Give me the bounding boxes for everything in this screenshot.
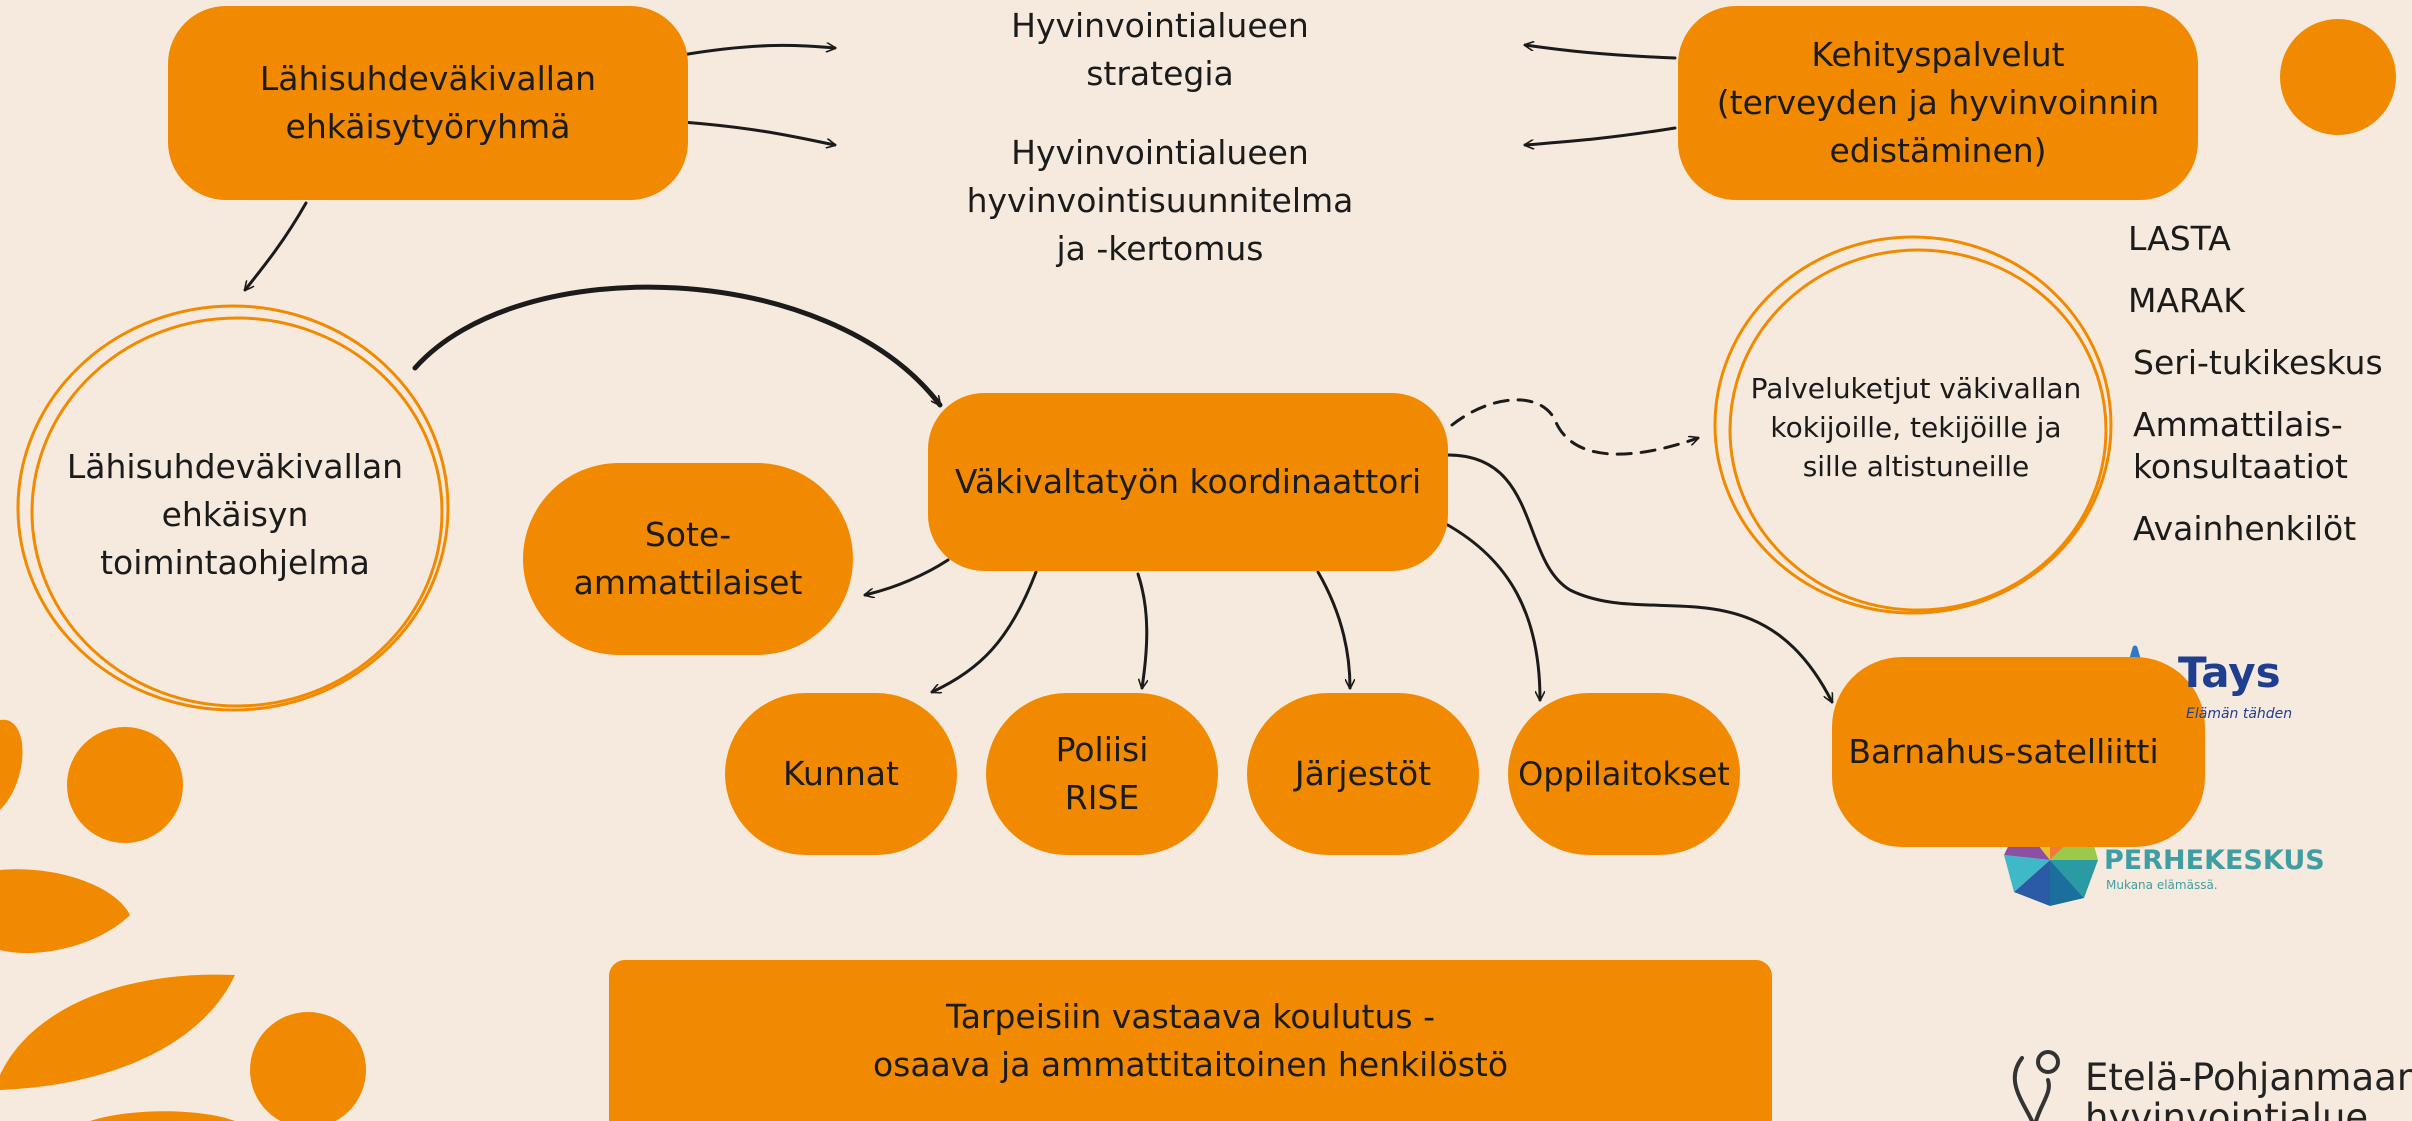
strategy-line-1: Hyvinvointialueen xyxy=(1011,6,1309,45)
arrow-coordinator-to-barnahus xyxy=(1446,453,1834,702)
development-services-line-1: Kehityspalvelut xyxy=(1811,35,2065,74)
arrow-coordinator-to-schools xyxy=(1444,522,1540,702)
sote-line-2: ammattilaiset xyxy=(573,563,803,602)
strategy-text: Hyvinvointialueen strategia xyxy=(900,0,1420,100)
schools-box: Oppilaitokset xyxy=(1508,693,1740,855)
arrow-coordinator-to-sote xyxy=(865,558,950,595)
decor-leaf-1 xyxy=(0,719,23,810)
program-line-3: toimintaohjelma xyxy=(100,543,370,582)
tays-logo-tagline: Elämän tähden xyxy=(2186,706,2293,722)
welfare-plan-line-1: Hyvinvointialueen xyxy=(1011,133,1309,172)
training-line-1: Tarpeisiin vastaava koulutus - xyxy=(946,996,1435,1036)
coordinator-box: Väkivaltatyön koordinaattori xyxy=(928,393,1448,571)
police-line-1: Poliisi xyxy=(1055,730,1149,769)
development-services-box: Kehityspalvelut (terveyden ja hyvinvoinn… xyxy=(1678,6,2198,200)
barnahus-label: Barnahus-satelliitti xyxy=(1848,732,2159,771)
barnahus-box: Barnahus-satelliitti xyxy=(1832,657,2205,847)
program-line-1: Lähisuhdeväkivallan xyxy=(66,447,404,486)
welfare-plan-line-3: ja -kertomus xyxy=(1056,229,1264,268)
schools-label: Oppilaitokset xyxy=(1518,755,1730,793)
service-chains-line-1: Palveluketjut väkivallan xyxy=(1750,371,2082,405)
service-list-item-seri: Seri-tukikeskus xyxy=(2133,343,2383,382)
police-box: Poliisi RISE xyxy=(986,693,1218,855)
working-group-box: Lähisuhdeväkivallan ehkäisytyöryhmä xyxy=(168,6,688,200)
working-group-line-1: Lähisuhdeväkivallan xyxy=(259,59,597,98)
decor-circle-bottom xyxy=(250,1012,366,1121)
service-chains-line-2: kokijoille, tekijöille ja xyxy=(1770,410,2062,444)
service-list-item-consultations-line-2: konsultaatiot xyxy=(2133,447,2348,486)
working-group-line-2: ehkäisytyöryhmä xyxy=(285,107,571,146)
perhekeskus-logo-tagline: Mukana elämässä. xyxy=(2106,878,2218,892)
organizations-label: Järjestöt xyxy=(1294,754,1432,793)
development-services-line-2: (terveyden ja hyvinvoinnin xyxy=(1716,83,2160,122)
strategy-line-2: strategia xyxy=(1086,54,1234,93)
program-text: Lähisuhdeväkivallan ehkäisyn toimintaohj… xyxy=(60,440,410,590)
region-logo-line-2: hyvinvointialue xyxy=(2085,1096,2369,1121)
region-logo-line-1: Etelä-Pohjanmaan xyxy=(2085,1056,2412,1099)
decor-leaf-3 xyxy=(0,974,235,1090)
arrow-group-to-plan xyxy=(680,120,835,145)
service-chains-text: Palveluketjut väkivallan kokijoille, tek… xyxy=(1736,362,2096,492)
service-list: LASTA MARAK Seri-tukikeskus Ammattilais-… xyxy=(2128,215,2408,555)
region-logo-icon xyxy=(2012,1050,2060,1121)
sote-line-1: Sote- xyxy=(644,515,732,554)
arrow-dev-to-strategy xyxy=(1525,45,1677,60)
program-ring xyxy=(16,304,450,712)
coordinator-label: Väkivaltatyön koordinaattori xyxy=(954,462,1422,501)
training-line-2: osaava ja ammattitaitoinen henkilöstö xyxy=(872,1044,1509,1084)
decor-circle-top-right xyxy=(2280,19,2396,135)
sote-box: Sote- ammattilaiset xyxy=(523,463,853,655)
arrow-group-to-program xyxy=(245,201,308,290)
decor-leaf-2 xyxy=(0,869,130,954)
police-line-2: RISE xyxy=(1064,778,1140,817)
welfare-plan-text: Hyvinvointialueen hyvinvointisuunnitelma… xyxy=(900,128,1420,274)
welfare-plan-line-2: hyvinvointisuunnitelma xyxy=(966,181,1354,220)
development-services-line-3: edistäminen) xyxy=(1829,131,2047,170)
arrow-coordinator-to-municipalities xyxy=(932,570,1038,692)
municipalities-box: Kunnat xyxy=(725,693,957,855)
arrow-coordinator-to-police xyxy=(1136,572,1147,688)
tays-logo-name: Tays xyxy=(2178,648,2281,697)
service-list-item-marak: MARAK xyxy=(2128,281,2245,320)
municipalities-label: Kunnat xyxy=(783,754,899,793)
decor-leaf-4 xyxy=(90,1111,235,1121)
service-list-item-lasta: LASTA xyxy=(2128,219,2231,258)
perhekeskus-logo-name: PERHEKESKUS xyxy=(2104,845,2325,876)
service-list-item-key-persons: Avainhenkilöt xyxy=(2133,509,2357,548)
training-box: Tarpeisiin vastaava koulutus - osaava ja… xyxy=(609,960,1772,1121)
arrow-coordinator-to-organizations xyxy=(1316,570,1350,690)
arrow-dev-to-plan xyxy=(1523,126,1677,145)
decor-circle-left xyxy=(67,727,183,843)
arrow-group-to-strategy xyxy=(680,45,837,57)
program-line-2: ehkäisyn xyxy=(161,495,309,534)
service-list-item-consultations-line-1: Ammattilais- xyxy=(2133,405,2343,444)
service-chains-line-3: sille altistuneille xyxy=(1802,449,2030,483)
organizations-box: Järjestöt xyxy=(1247,693,1479,855)
arrow-coordinator-to-service-chains xyxy=(1450,398,1698,456)
service-chains-ring xyxy=(1713,235,2113,615)
arrow-program-to-coordinator xyxy=(412,284,943,408)
